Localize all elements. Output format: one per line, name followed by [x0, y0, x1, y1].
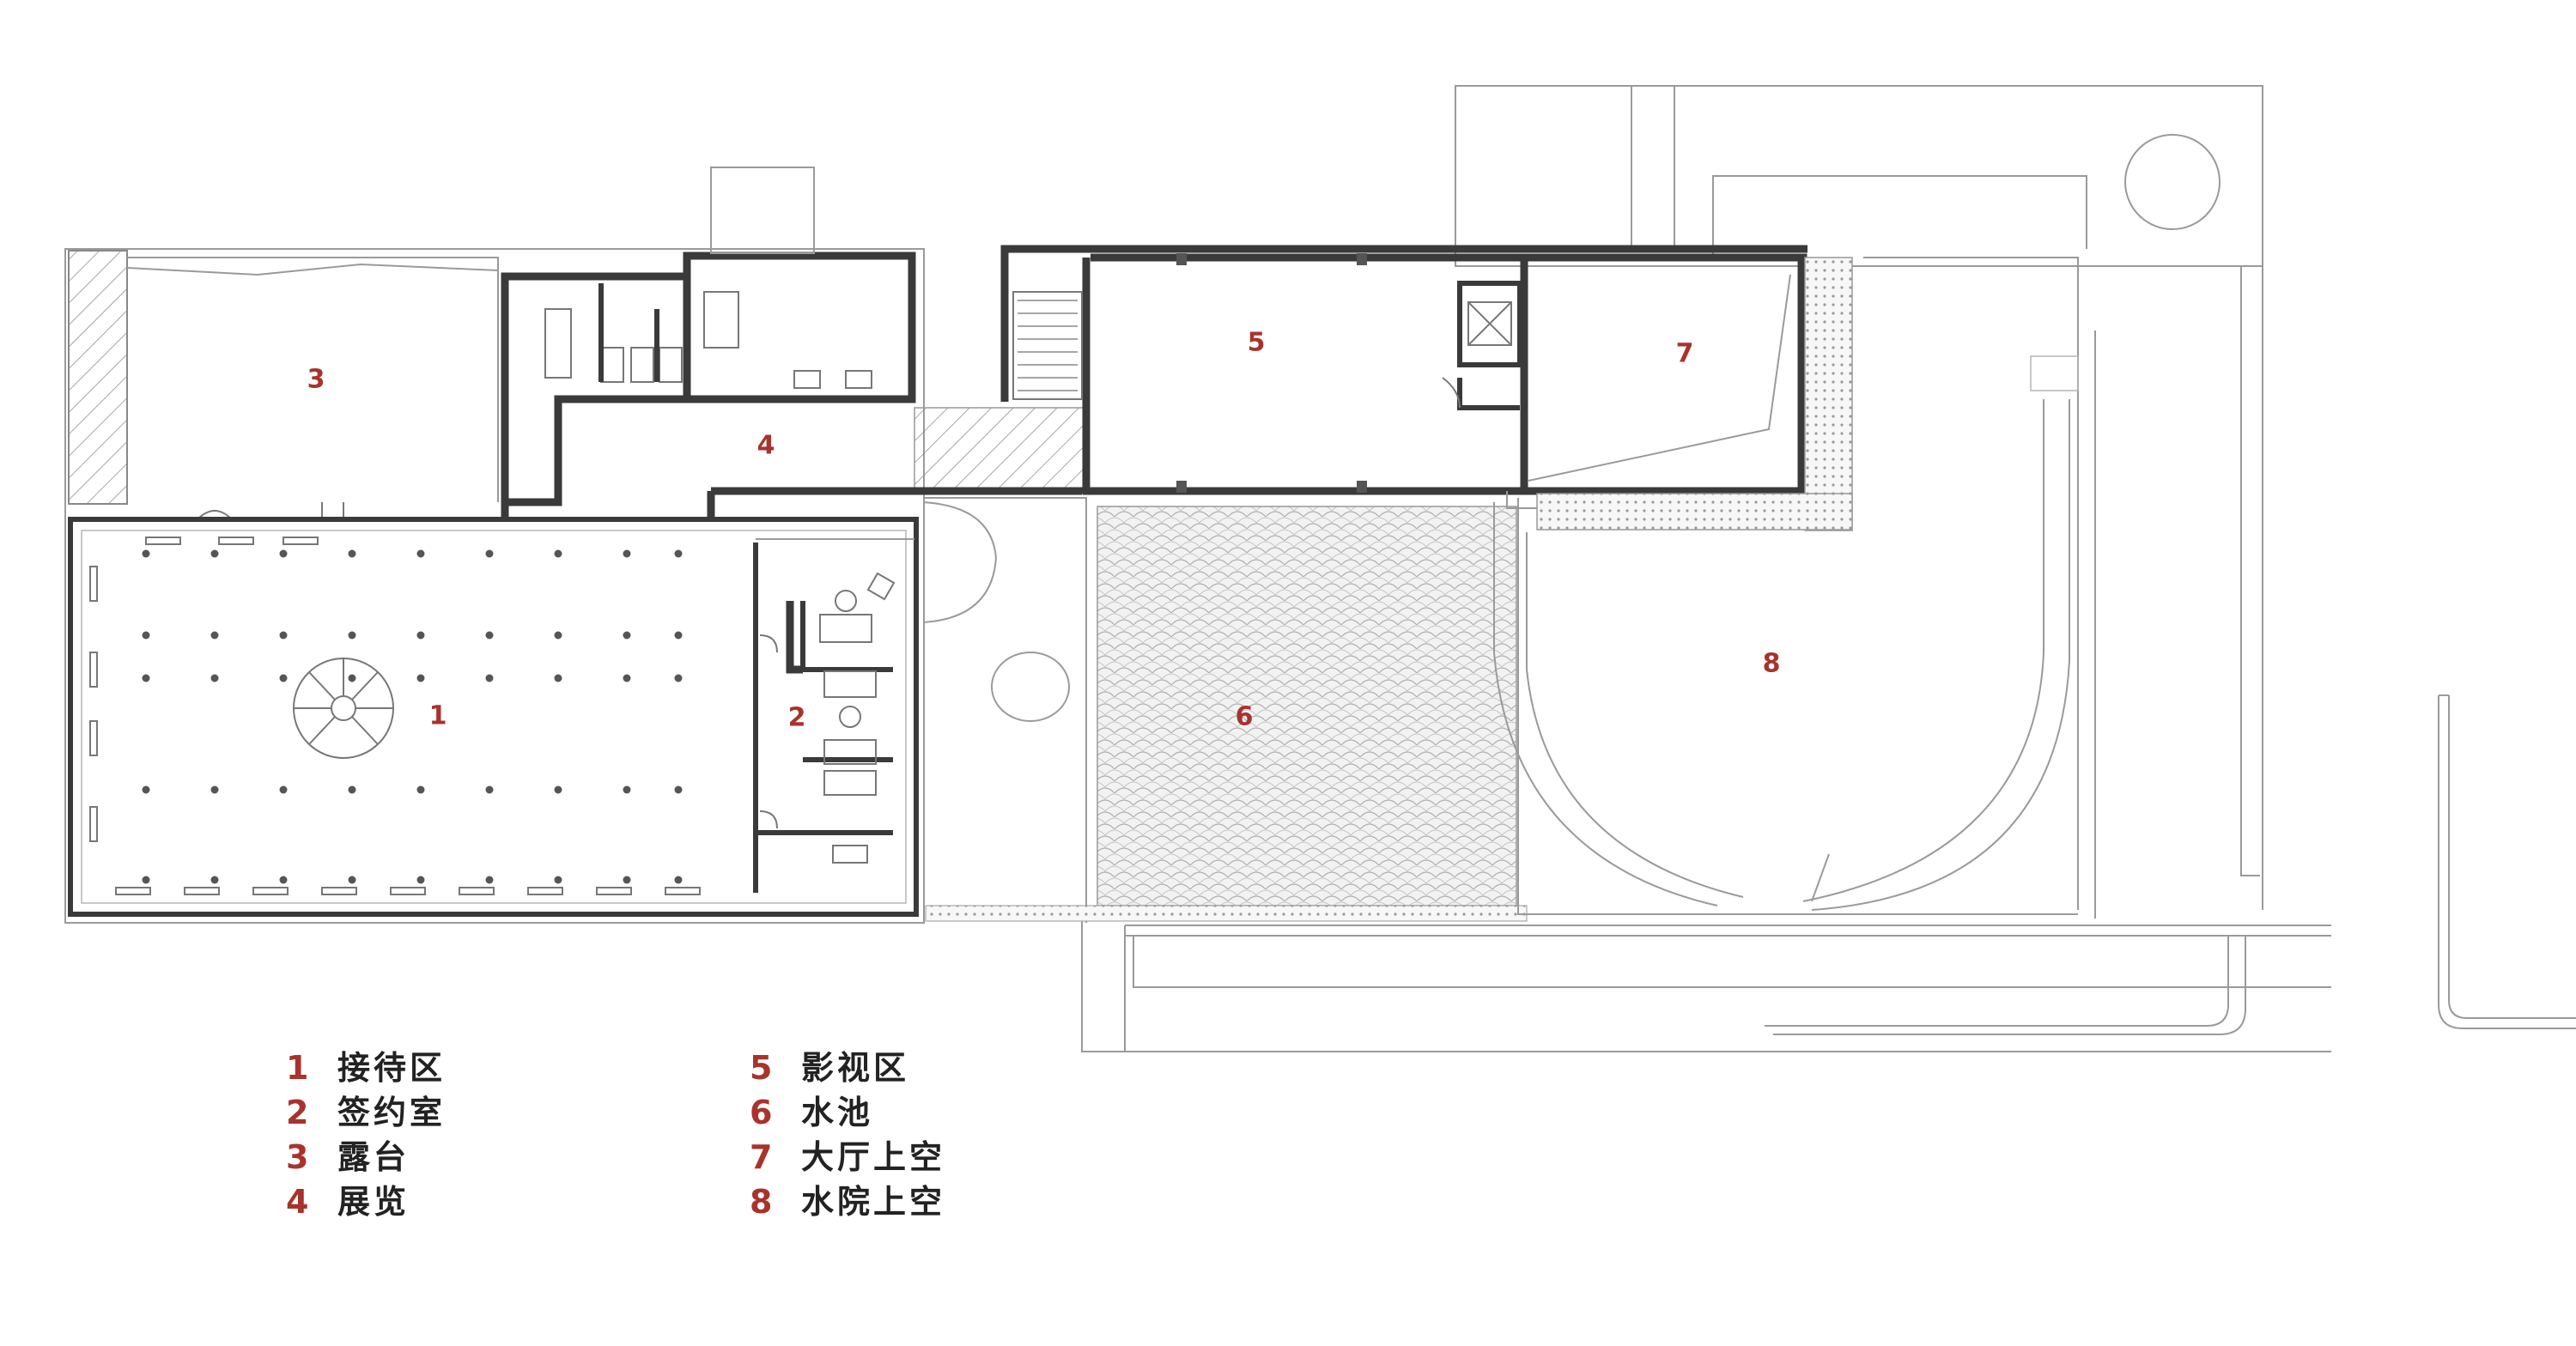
room-3-label: 3	[307, 365, 325, 395]
column-dot	[623, 631, 631, 640]
legend-name: 接待区	[337, 1049, 447, 1087]
column-dot	[623, 876, 631, 884]
spiral-stair	[293, 658, 394, 759]
column-dot	[416, 674, 425, 682]
column-dot	[348, 549, 356, 558]
legend-number: 2	[286, 1094, 309, 1131]
reception-hall	[68, 517, 919, 917]
restroom-block	[501, 167, 916, 519]
column-dot	[485, 631, 494, 640]
column-grid	[142, 549, 683, 884]
legend-number: 1	[286, 1049, 309, 1087]
column-dot	[279, 549, 288, 558]
column-dot	[210, 549, 219, 558]
column-dot	[210, 631, 219, 640]
legend-item: 8 水院上空	[750, 1179, 945, 1224]
legend-item: 4 展览	[286, 1179, 446, 1224]
column-dot	[485, 785, 494, 794]
column-dot	[348, 631, 356, 640]
room-labels: 1 2 3 4 5 6 7 8	[307, 328, 1781, 733]
legend-name: 签约室	[337, 1094, 447, 1131]
column-dot	[554, 674, 562, 682]
column-dot	[623, 549, 631, 558]
legend-item: 2 签约室	[286, 1090, 446, 1135]
room-5-label: 5	[1248, 328, 1266, 358]
legend-name: 水池	[801, 1094, 874, 1131]
column-dot	[485, 674, 494, 682]
column-dot	[210, 785, 219, 794]
column-dot	[554, 876, 562, 884]
column-dot	[142, 549, 150, 558]
column-dot	[674, 876, 683, 884]
column-dot	[485, 876, 494, 884]
legend-right: 5 影视区 6 水池 7 大厅上空 8 水院上空	[750, 1046, 945, 1224]
legend-name: 露台	[337, 1138, 410, 1176]
column-dot	[210, 876, 219, 884]
hall-void	[1520, 253, 1853, 531]
column-dot	[279, 785, 288, 794]
legend-number: 6	[750, 1094, 773, 1131]
room-4-label: 4	[757, 431, 775, 461]
legend-item: 6 水池	[750, 1090, 945, 1135]
column-dot	[142, 785, 150, 794]
column-dot	[554, 785, 562, 794]
column-dot	[674, 631, 683, 640]
column-dot	[674, 549, 683, 558]
water-pool	[922, 497, 1528, 923]
site-outline	[1081, 85, 2576, 1052]
legend-number: 3	[286, 1138, 309, 1176]
legend-left: 1 接待区 2 签约室 3 露台 4 展览	[286, 1046, 446, 1224]
cinema-building	[1000, 245, 1807, 495]
column-dot	[142, 631, 150, 640]
room-2-label: 2	[788, 703, 806, 733]
left-building	[64, 248, 925, 924]
column-dot	[623, 674, 631, 682]
legend-number: 8	[750, 1183, 773, 1221]
legend-name: 影视区	[801, 1049, 910, 1087]
signing-rooms	[753, 538, 914, 893]
legend-number: 5	[750, 1049, 773, 1087]
legend-item: 1 接待区	[286, 1046, 446, 1090]
column-dot	[279, 876, 288, 884]
column-dot	[348, 674, 356, 682]
room-1-label: 1	[429, 701, 447, 731]
legend-name: 大厅上空	[801, 1138, 946, 1176]
column-dot	[416, 549, 425, 558]
column-dot	[348, 876, 356, 884]
legend-number: 7	[750, 1138, 773, 1176]
column-dot	[279, 674, 288, 682]
room-7-label: 7	[1676, 339, 1694, 369]
column-dot	[142, 674, 150, 682]
column-dot	[142, 876, 150, 884]
legend-name: 展览	[337, 1183, 410, 1221]
legend-number: 4	[286, 1183, 309, 1221]
legend-item: 5 影视区	[750, 1046, 945, 1090]
column-dot	[416, 785, 425, 794]
column-dot	[554, 549, 562, 558]
legend-item: 3 露台	[286, 1135, 446, 1179]
column-dot	[623, 785, 631, 794]
water-courtyard	[1493, 399, 2078, 915]
column-dot	[210, 674, 219, 682]
column-dot	[416, 631, 425, 640]
column-dot	[485, 549, 494, 558]
column-dot	[348, 785, 356, 794]
column-dot	[674, 785, 683, 794]
column-dot	[674, 674, 683, 682]
legend-item: 7 大厅上空	[750, 1135, 945, 1179]
room-8-label: 8	[1763, 649, 1781, 679]
room-6-label: 6	[1236, 702, 1254, 732]
legend-name: 水院上空	[801, 1183, 946, 1221]
column-dot	[416, 876, 425, 884]
column-dot	[279, 631, 288, 640]
column-dot	[554, 631, 562, 640]
